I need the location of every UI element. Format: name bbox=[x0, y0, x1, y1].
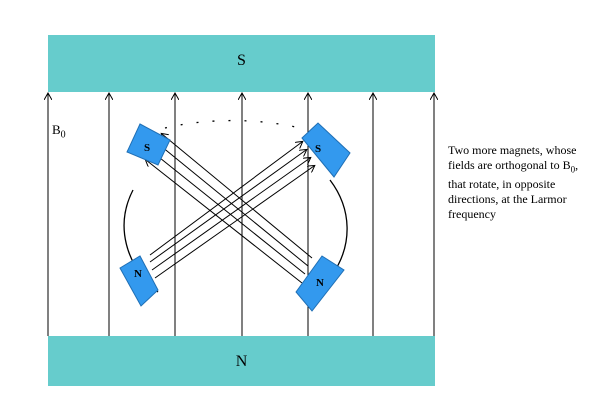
caption-part2: , that rotate, in opposite directions, a… bbox=[448, 158, 579, 222]
field-arrow bbox=[151, 158, 310, 271]
rotating-magnets: S N S N bbox=[119, 122, 351, 312]
rotating-magnet-label: N bbox=[316, 277, 324, 289]
b0-main: B bbox=[52, 122, 61, 137]
b0-field-label: B0 bbox=[52, 122, 66, 141]
field-lines bbox=[48, 94, 434, 336]
rotating-magnet-lower-left: N bbox=[119, 255, 159, 307]
rotating-magnet-label: S bbox=[144, 142, 150, 154]
field-arrow bbox=[149, 150, 306, 263]
top-magnet-label: S bbox=[237, 52, 246, 69]
bottom-magnet-north: N bbox=[48, 336, 435, 386]
field-arrow bbox=[146, 160, 303, 284]
field-arrow bbox=[156, 142, 309, 267]
rotation-arc-top bbox=[164, 119, 301, 129]
caption: Two more magnets, whose fields are ortho… bbox=[448, 143, 588, 222]
field-arrow bbox=[154, 166, 314, 279]
rotating-field-arrows-nw bbox=[146, 134, 313, 284]
rotating-magnet-label: N bbox=[134, 268, 142, 280]
caption-subscript: 0 bbox=[570, 164, 576, 175]
rotation-arc-right bbox=[329, 179, 348, 276]
bottom-magnet-label: N bbox=[235, 353, 248, 370]
field-arrow bbox=[162, 134, 313, 259]
rotating-magnet-label: S bbox=[315, 143, 321, 155]
field-arrow bbox=[150, 150, 306, 275]
rotating-magnet-lower-right: N bbox=[295, 255, 345, 312]
rotating-magnet-upper-right: S bbox=[301, 122, 351, 178]
caption-part1: Two more magnets, whose fields are ortho… bbox=[448, 143, 577, 172]
top-magnet-south: S bbox=[48, 35, 435, 92]
rotating-magnet-upper-left: S bbox=[126, 123, 171, 166]
b0-subscript: 0 bbox=[60, 129, 66, 141]
